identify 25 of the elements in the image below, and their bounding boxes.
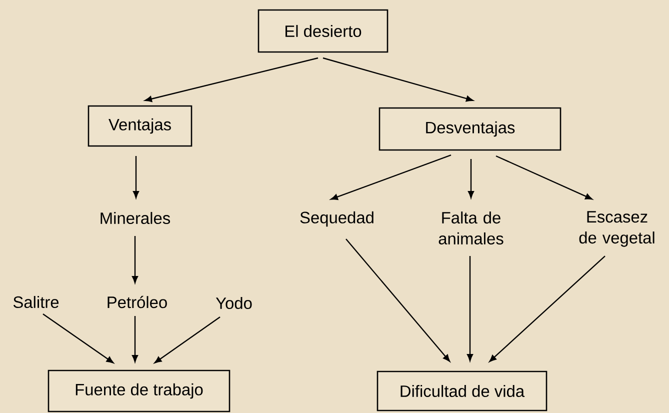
concept-label: Escasez de vegetal [579, 211, 654, 247]
concept-label: Sequedad [300, 211, 374, 227]
arrow [132, 236, 138, 284]
arrow [466, 256, 474, 362]
arrow [330, 154, 452, 200]
concept-box: El desierto [258, 9, 388, 53]
arrow [496, 155, 592, 200]
concept-box: Desventajas [378, 107, 562, 151]
arrow [144, 57, 318, 102]
arrow [346, 238, 450, 362]
concept-label: Minerales [100, 212, 170, 224]
concept-label: Salitre [13, 296, 59, 308]
concept-label: Falta de animales [438, 212, 504, 244]
concept-label: Yodo [216, 296, 252, 310]
concept-box: Fuente de trabajo [48, 370, 230, 412]
arrow [322, 57, 474, 102]
concept-label: Petróleo [108, 296, 167, 308]
arrow [132, 316, 138, 362]
arrow [489, 256, 606, 362]
arrow [154, 316, 220, 364]
arrow [468, 159, 474, 198]
concept-box: Ventajas [88, 105, 192, 147]
arrow [42, 314, 114, 364]
concept-box: Dificultad de vida [376, 370, 548, 412]
arrow [132, 156, 140, 198]
